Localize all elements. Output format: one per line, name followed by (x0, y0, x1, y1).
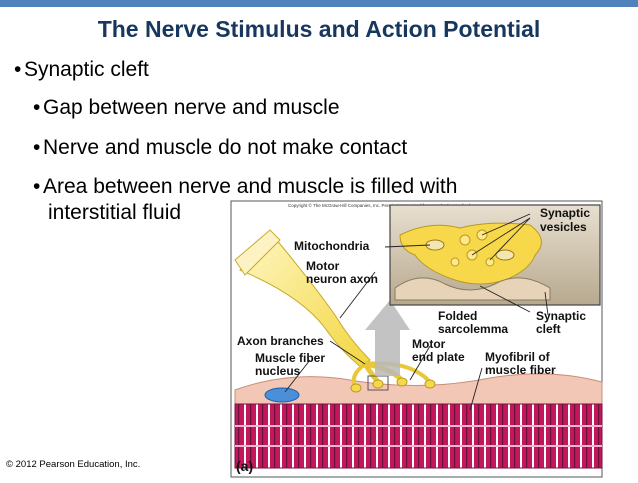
label-mitochondria: Mitochondria (294, 239, 370, 253)
label-myofibril-line1: Myofibril of (485, 350, 551, 364)
end-plate-bulb (350, 383, 362, 393)
label-synaptic-cleft-line2: cleft (536, 322, 561, 336)
myofibril-outline (234, 403, 603, 469)
myofibril-striations (235, 404, 602, 468)
bullet-synaptic-cleft: •Synaptic cleft (14, 57, 149, 83)
bullet-marker: • (33, 96, 41, 119)
synaptic-vesicle (459, 234, 471, 246)
label-synaptic-vesicles-line1: Synaptic (540, 206, 590, 220)
label-motor-neuron-axon-line2: neuron axon (306, 272, 378, 286)
label-motor-end-plate-line2: end plate (412, 350, 465, 364)
label-muscle-fiber-nucleus-line2: nucleus (255, 364, 301, 378)
magnify-arrow (365, 300, 410, 376)
folded-sarcolemma (394, 277, 551, 301)
label-synaptic-cleft-line1: Synaptic (536, 309, 586, 323)
bullet-text-line2: interstitial fluid (48, 201, 182, 224)
label-motor-end-plate-line1: Motor (412, 337, 446, 351)
synaptic-vesicle (485, 257, 495, 267)
bullet-gap: •Gap between nerve and muscle (33, 95, 340, 121)
panel-label: (a) (236, 458, 253, 474)
figure-credit: Copyright © The McGraw-Hill Companies, I… (288, 202, 476, 208)
leader-lines (284, 213, 549, 411)
copyright-notice: © 2012 Pearson Education, Inc. (6, 459, 141, 470)
end-plate-bulb (372, 379, 384, 389)
muscle-nucleus (264, 387, 300, 403)
label-motor-neuron-axon-line1: Motor (306, 259, 340, 273)
bullet-interstitial-fluid: •Area between nerve and muscle is filled… (33, 174, 593, 226)
slide-title: The Nerve Stimulus and Action Potential (97, 16, 541, 42)
bullet-no-contact: •Nerve and muscle do not make contact (33, 135, 407, 161)
label-folded-sarcolemma-line2: sarcolemma (438, 322, 508, 336)
label-synaptic-vesicles-line2: vesicles (540, 220, 587, 234)
axon-sheath (234, 229, 281, 276)
label-myofibril-line2: muscle fiber (485, 363, 556, 377)
bullet-marker: • (14, 58, 22, 81)
label-muscle-fiber-nucleus-line1: Muscle fiber (255, 351, 325, 365)
axon-branch (364, 361, 432, 384)
end-plate-bulb (396, 377, 408, 387)
bullet-text: Gap between nerve and muscle (43, 96, 340, 119)
top-accent-bar (0, 0, 638, 7)
end-plate-bulb (424, 379, 436, 389)
muscle-fiber-surface (234, 373, 603, 411)
label-axon-branches: Axon branches (237, 334, 324, 348)
mitochondrion (495, 249, 515, 261)
bullet-text: Nerve and muscle do not make contact (43, 136, 408, 159)
bullet-marker: • (33, 175, 41, 198)
synaptic-vesicle (450, 257, 460, 267)
bullet-text-line1: Area between nerve and muscle is filled … (43, 175, 458, 198)
label-folded-sarcolemma-line1: Folded (438, 309, 477, 323)
neuromuscular-junction-figure: Copyright © The McGraw-Hill Companies, I… (230, 200, 603, 478)
bullet-marker: • (33, 136, 41, 159)
figure-svg: Copyright © The McGraw-Hill Companies, I… (230, 200, 603, 478)
bullet-text: Synaptic cleft (24, 58, 149, 81)
